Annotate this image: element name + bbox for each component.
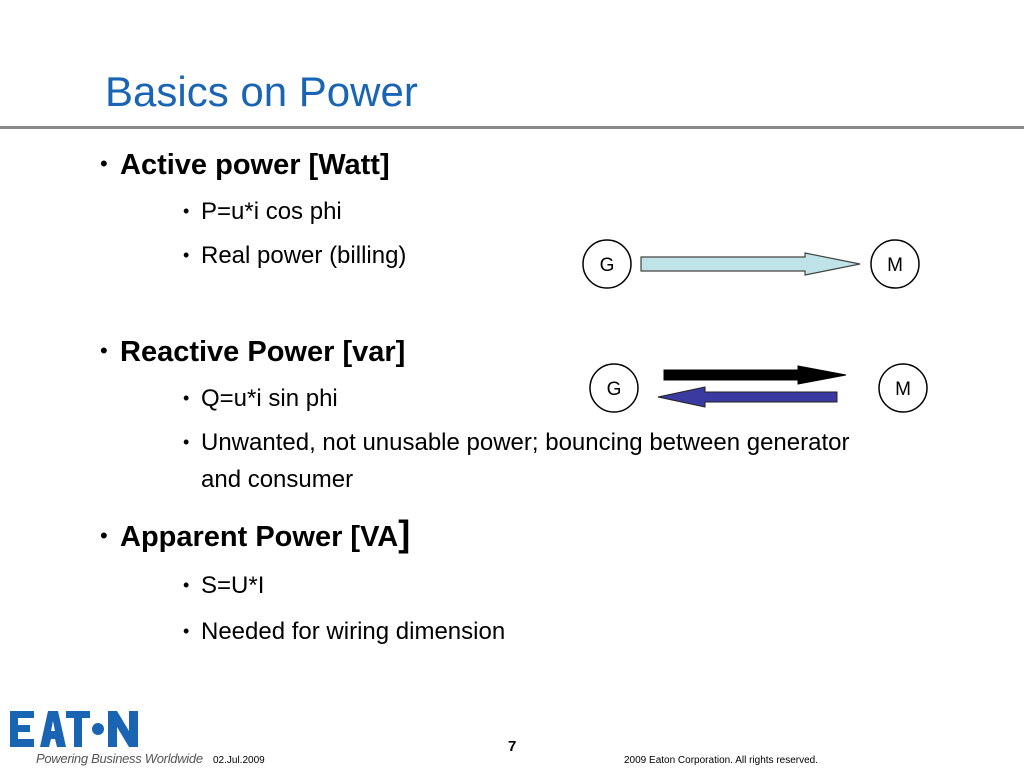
motor-label: M: [887, 255, 903, 276]
reactive-return-arrow: [657, 386, 838, 408]
motor-label: M: [895, 379, 911, 400]
bullet-heading: Apparent Power [VA: [120, 521, 399, 553]
sub-bullet-text: S=U*I: [201, 572, 265, 599]
bullet-dot: •: [183, 575, 190, 595]
bullet-dot: •: [183, 432, 190, 452]
sub-bullet: • Real power (billing): [183, 236, 406, 275]
bullet-dot: •: [183, 621, 190, 641]
generator-circle: [589, 363, 639, 413]
bullet-dot: •: [183, 201, 190, 221]
sub-bullet-text: Q=u*i sin phi: [201, 385, 338, 412]
sub-bullet: • Unwanted, not unusable power; bouncing …: [183, 423, 849, 462]
active-power-diagram: G M: [582, 239, 920, 289]
footer-copyright: 2009 Eaton Corporation. All rights reser…: [624, 755, 818, 766]
sub-bullet-continuation: and consumer: [201, 466, 354, 493]
sub-bullet: • P=u*i cos phi: [183, 192, 342, 231]
bullet-reactive-power: • Reactive Power [var]: [100, 333, 405, 370]
bullet-heading: Active power [Watt]: [120, 149, 390, 181]
sub-bullet: • Needed for wiring dimension: [183, 612, 505, 651]
motor-circle: [870, 239, 920, 289]
bullet-dot: •: [183, 245, 190, 265]
generator-circle: [582, 239, 632, 289]
active-power-arrow: [640, 252, 861, 276]
sub-bullet: • S=U*I: [183, 566, 264, 605]
bullet-active-power: • Active power [Watt]: [100, 146, 390, 183]
sub-bullet-text: Unwanted, not unusable power; bouncing b…: [201, 429, 850, 456]
bullet-dot: •: [100, 338, 108, 363]
motor-circle: [878, 363, 928, 413]
bullet-heading: Reactive Power [var]: [120, 336, 406, 368]
bullet-heading-bracket: ]: [398, 513, 411, 554]
generator-label: G: [600, 255, 615, 276]
footer-date: 02.Jul.2009: [213, 755, 265, 766]
bullet-dot: •: [100, 151, 108, 176]
slide-title: Basics on Power: [105, 68, 418, 115]
sub-bullet-text: Needed for wiring dimension: [201, 618, 506, 645]
reactive-power-diagram: G M: [589, 363, 928, 413]
eaton-logo: [10, 711, 138, 747]
sub-bullet-text: P=u*i cos phi: [201, 198, 342, 225]
brand-tagline: Powering Business Worldwide: [36, 751, 203, 766]
sub-bullet: • Q=u*i sin phi: [183, 379, 338, 418]
page-number: 7: [508, 738, 517, 755]
reactive-forward-arrow: [663, 365, 847, 385]
sub-bullet-text: Real power (billing): [201, 242, 407, 269]
bullet-dot: •: [183, 388, 190, 408]
generator-label: G: [607, 379, 622, 400]
title-divider: [0, 126, 1024, 129]
bullet-apparent-power: • Apparent Power [VA]: [100, 516, 410, 555]
bullet-dot: •: [100, 523, 108, 548]
